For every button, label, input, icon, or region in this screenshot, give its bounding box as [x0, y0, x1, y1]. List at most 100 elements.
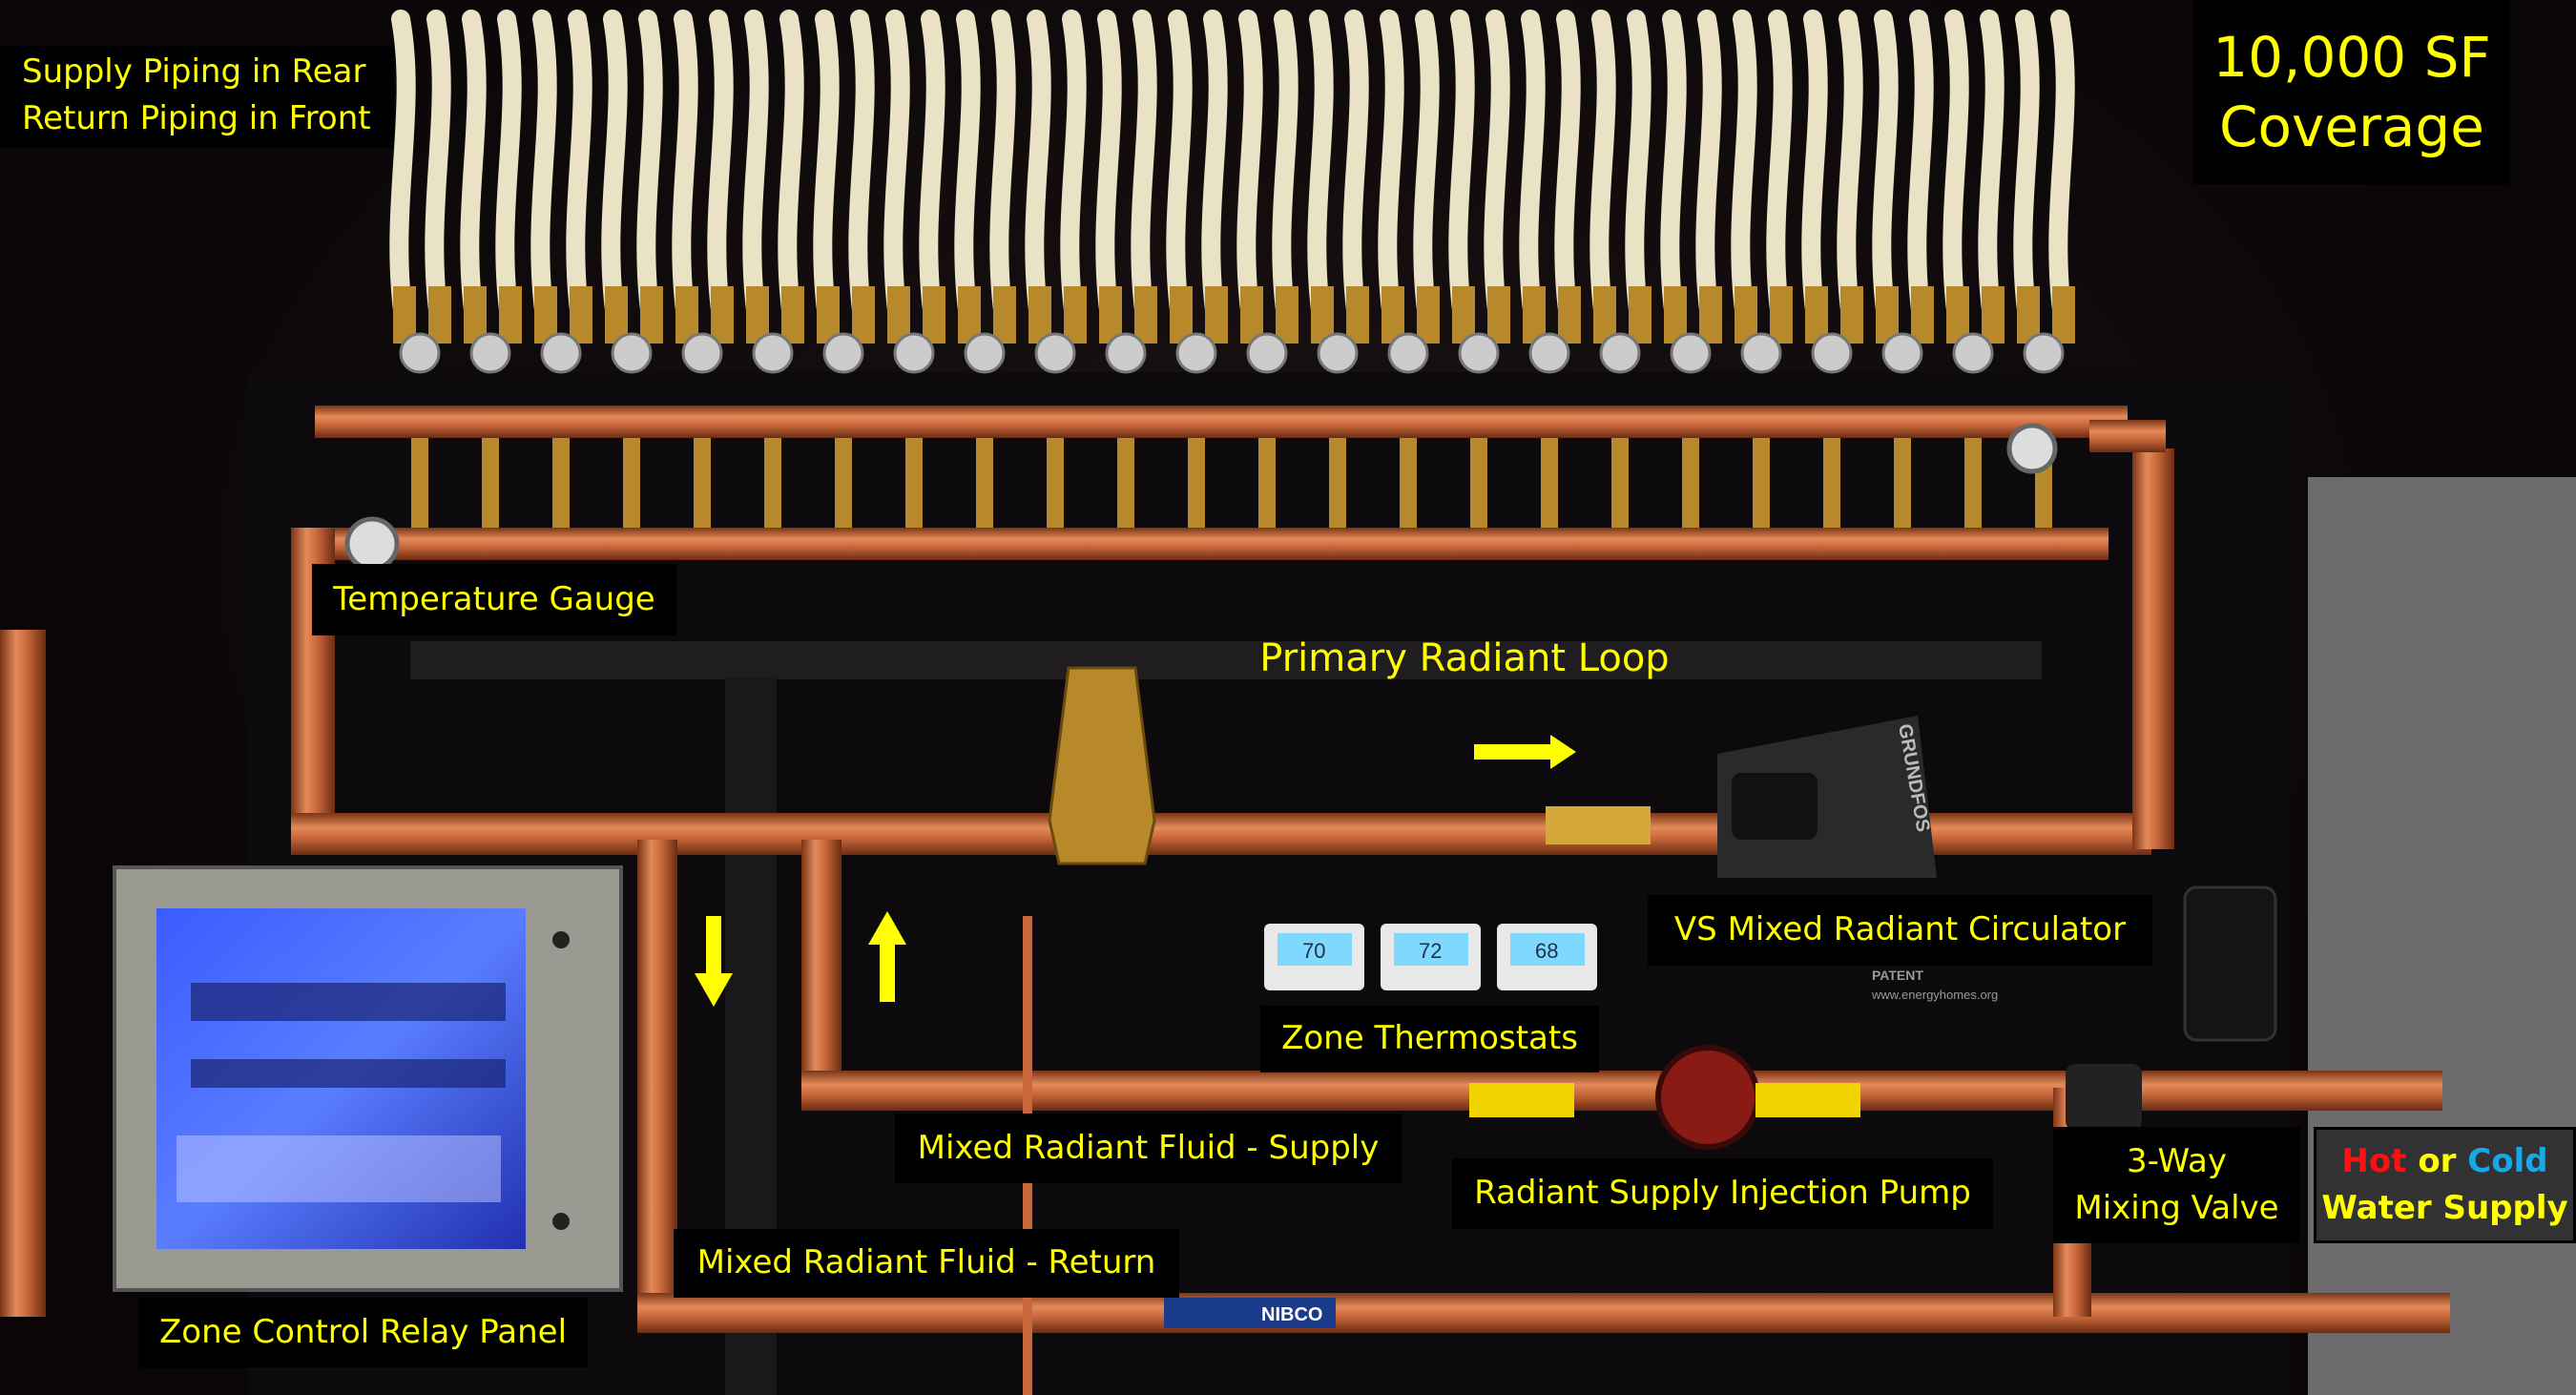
valve-body — [764, 438, 781, 528]
brass-fitting — [1770, 286, 1793, 344]
mixing-valve-label: 3-Way Mixing Valve — [2053, 1127, 2300, 1243]
temperature-gauge — [344, 516, 400, 572]
zone-valve-actuator — [752, 332, 794, 374]
zone-valve-actuator — [1317, 332, 1359, 374]
valve-body — [1258, 438, 1276, 528]
water-supply-label: Hot or Cold Water Supply — [2314, 1127, 2576, 1243]
brass-fitting — [1311, 286, 1334, 344]
brass-fitting — [464, 286, 487, 344]
copper-pipe — [0, 630, 46, 1317]
relay-panel-enclosure — [113, 865, 623, 1292]
pex-tube — [1978, 10, 2005, 334]
brass-fitting — [428, 286, 451, 344]
brass-fitting — [1558, 286, 1581, 344]
pex-tube — [495, 10, 522, 334]
zone-valve-actuator — [1740, 332, 1782, 374]
mixed-return-pipe — [637, 1293, 2450, 1333]
pex-tube — [1166, 10, 1193, 334]
zone-valve-actuator — [1811, 332, 1853, 374]
supply-riser — [801, 840, 841, 1097]
brass-fitting — [1629, 286, 1652, 344]
pex-tube — [1907, 10, 1934, 334]
pex-tube — [883, 10, 910, 334]
thermostat-screen — [1278, 933, 1352, 966]
label-line: Hot or Cold — [2341, 1138, 2547, 1185]
pex-tube — [1131, 10, 1157, 334]
pex-tube — [1731, 10, 1757, 334]
label-line: Water Supply — [2321, 1189, 2568, 1227]
water-heater-panel — [2308, 477, 2576, 1395]
label-line: 10,000 SF — [2212, 25, 2491, 90]
zone-valve-actuator — [1387, 332, 1429, 374]
website-text: www.energyhomes.org — [1871, 988, 1998, 1002]
brass-fitting — [1064, 286, 1087, 344]
valve-body — [623, 438, 640, 528]
valve-body — [1682, 438, 1699, 528]
pex-tube — [1801, 10, 1828, 334]
pex-tube — [1766, 10, 1793, 334]
brass-fitting — [570, 286, 592, 344]
brass-fitting — [923, 286, 945, 344]
brass-fitting — [817, 286, 840, 344]
brass-fitting — [1417, 286, 1440, 344]
primary-loop-right-riser — [2132, 448, 2174, 849]
injection-pump — [1655, 1045, 1760, 1150]
brass-fitting — [887, 286, 910, 344]
arrow-up-icon — [868, 911, 906, 1002]
pex-tubing-group — [389, 10, 2075, 344]
brass-fitting — [1982, 286, 2005, 344]
pex-tube — [672, 10, 698, 334]
thermostat-reading: 70 — [1302, 939, 1325, 963]
pex-tube — [1942, 10, 1969, 334]
fluid-return-label: Mixed Radiant Fluid - Return — [674, 1229, 1179, 1298]
valve-body — [694, 438, 711, 528]
zone-valve-actuator — [1599, 332, 1641, 374]
brass-fitting — [1664, 286, 1687, 344]
return-riser — [637, 840, 677, 1317]
thermostats-label: Zone Thermostats — [1260, 1006, 1599, 1072]
zone-valve-actuator — [1105, 332, 1147, 374]
return-manifold — [315, 528, 2109, 560]
zone-valve-actuator — [1246, 332, 1288, 374]
zone-valve-actuator — [2023, 332, 2065, 374]
brass-fitting — [993, 286, 1016, 344]
zone-valve-actuator — [893, 332, 935, 374]
pex-tube — [636, 10, 663, 334]
pex-tube — [1660, 10, 1687, 334]
brass-fitting — [1487, 286, 1510, 344]
supply-return-piping-label: Supply Piping in Rear Return Piping in F… — [0, 46, 394, 148]
pex-tube — [1625, 10, 1652, 334]
brass-fitting — [2052, 286, 2075, 344]
pex-tube — [1837, 10, 1863, 334]
valve-body — [1753, 438, 1770, 528]
brass-fitting — [1523, 286, 1546, 344]
valve-body — [835, 438, 852, 528]
expansion-tank — [2183, 885, 2277, 1042]
primary-loop-label: Primary Radiant Loop — [1259, 636, 1670, 680]
pex-tube — [1342, 10, 1369, 334]
pex-tube — [425, 10, 451, 334]
valve-body — [482, 438, 499, 528]
valve-body — [1894, 438, 1911, 528]
zone-valve-actuator — [1458, 332, 1500, 374]
arrow-down-icon — [695, 916, 733, 1007]
brass-fitting — [534, 286, 557, 344]
brass-fitting — [1876, 286, 1899, 344]
pex-tube — [566, 10, 592, 334]
valve-body — [1823, 438, 1840, 528]
pex-tube — [848, 10, 875, 334]
pex-tube — [1025, 10, 1051, 334]
nibco-valve — [1164, 1298, 1336, 1328]
zone-valve-actuator — [964, 332, 1006, 374]
ball-valve-handle — [1469, 1083, 1574, 1117]
brass-fitting — [1735, 286, 1757, 344]
valve-body — [976, 438, 993, 528]
pex-tube — [1519, 10, 1546, 334]
zone-valve-actuator — [611, 332, 653, 374]
brass-fitting — [605, 286, 628, 344]
flow-arrows — [695, 735, 1576, 1007]
brass-fitting — [1276, 286, 1298, 344]
brass-fitting — [499, 286, 522, 344]
brass-fitting — [2017, 286, 2040, 344]
zone-valve-actuator — [399, 332, 441, 374]
